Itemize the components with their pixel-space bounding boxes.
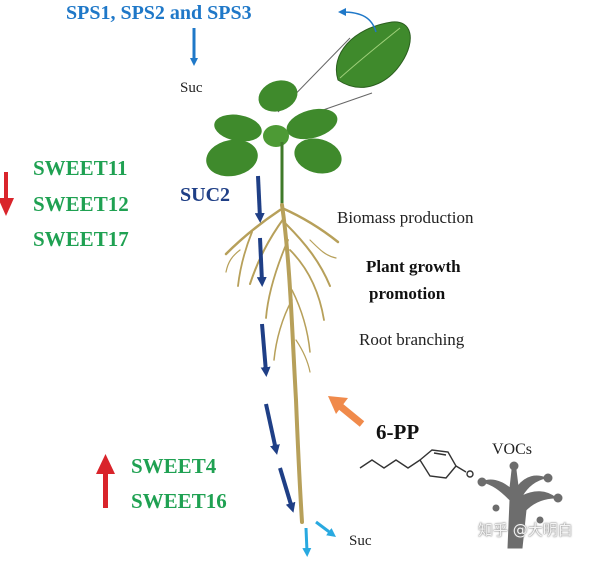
leaf-callout (277, 21, 411, 119)
leaf-to-sps-arrow (338, 8, 377, 33)
biomass-label: Biomass production (337, 208, 474, 227)
sweet11-label: SWEET11 (33, 156, 128, 180)
downregulation-arrow (0, 172, 14, 216)
suc-bottom-label: Suc (349, 533, 372, 549)
root-branching-label: Root branching (359, 330, 465, 349)
6pp-molecule (359, 449, 474, 479)
growth-label-line2: promotion (369, 284, 446, 303)
sweet4-label: SWEET4 (131, 454, 217, 478)
growth-label-line1: Plant growth (366, 257, 461, 276)
plant-shoot (206, 80, 342, 205)
root-system (224, 203, 340, 524)
suc2-transport-arrows (254, 175, 296, 513)
vocs-label: VOCs (492, 441, 533, 458)
suc-bottom-arrow-right (315, 520, 336, 537)
suc-bottom-arrow-down (302, 527, 312, 557)
upregulation-arrow (96, 454, 115, 508)
sweet16-label: SWEET16 (131, 489, 227, 513)
watermark: 知乎 @大明白 (478, 521, 573, 539)
sweet12-label: SWEET12 (33, 192, 129, 216)
6pp-label: 6-PP (376, 420, 420, 444)
suc2-label: SUC2 (180, 184, 231, 206)
fungus (477, 461, 563, 549)
sps-label: SPS1, SPS2 and SPS3 (66, 2, 252, 24)
suc-top-label: Suc (180, 80, 203, 96)
6pp-arrow (328, 396, 365, 427)
sweet17-label: SWEET17 (33, 227, 129, 251)
